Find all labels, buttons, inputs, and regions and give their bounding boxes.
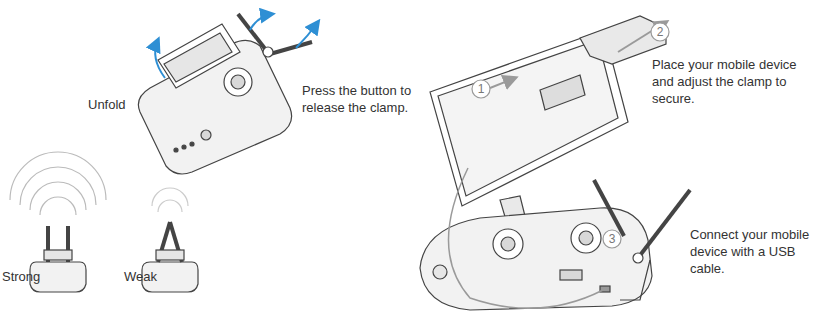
antenna-hinge <box>633 253 643 263</box>
unfold-controller <box>138 14 312 174</box>
antenna <box>238 14 266 50</box>
unfold-arrow <box>155 40 165 78</box>
instruction-note: Press the button to release the clamp. <box>302 82 430 116</box>
mounted-controller <box>420 16 690 310</box>
control-stick-top <box>501 237 515 251</box>
signal-label: Weak <box>124 268 174 285</box>
callout-circle <box>603 230 621 248</box>
led <box>182 145 186 149</box>
signal-arc <box>30 182 86 210</box>
signal-arc <box>152 188 188 206</box>
callout-circles <box>472 23 669 248</box>
control-stick <box>571 223 601 253</box>
signal-arc <box>158 200 182 212</box>
button <box>201 130 211 140</box>
power-button <box>433 265 447 279</box>
control-stick-top <box>231 75 245 89</box>
antenna <box>638 190 690 258</box>
control-stick <box>493 229 523 259</box>
unfold-arrow <box>250 14 272 30</box>
holder-bracket <box>620 260 650 300</box>
holder-panel <box>164 33 232 82</box>
signal-arcs-weak <box>152 188 188 212</box>
antenna-hinge <box>263 47 273 57</box>
holder <box>156 250 184 260</box>
callout-number: 2 <box>651 25 669 39</box>
release-arrow <box>490 78 515 88</box>
usb-cable <box>448 168 603 308</box>
antenna <box>270 42 312 54</box>
holder <box>44 250 72 260</box>
instruction-note: Connect your mobile device with a USB ca… <box>690 226 815 277</box>
callout-circle <box>472 80 490 98</box>
led <box>190 142 194 146</box>
clamp-rail <box>540 75 585 110</box>
signal-arcs-strong <box>10 152 106 215</box>
antenna <box>594 180 624 236</box>
signal-label: Strong <box>2 268 62 285</box>
signal-arc <box>20 167 96 205</box>
callout-number: 3 <box>603 232 621 246</box>
control-stick <box>224 68 252 96</box>
top-clamp <box>580 16 666 64</box>
callout-circle <box>651 23 669 41</box>
unfold-arrow <box>296 22 318 48</box>
led <box>174 148 178 152</box>
step-label: Unfold <box>88 96 148 113</box>
signal-arc <box>10 152 106 200</box>
control-stick-top <box>579 231 593 245</box>
instruction-note: Place your mobile device and adjust the … <box>652 56 797 107</box>
unfold-arrows <box>155 14 318 78</box>
callout-number: 1 <box>472 82 490 96</box>
button <box>560 270 582 280</box>
signal-arc <box>40 197 76 215</box>
